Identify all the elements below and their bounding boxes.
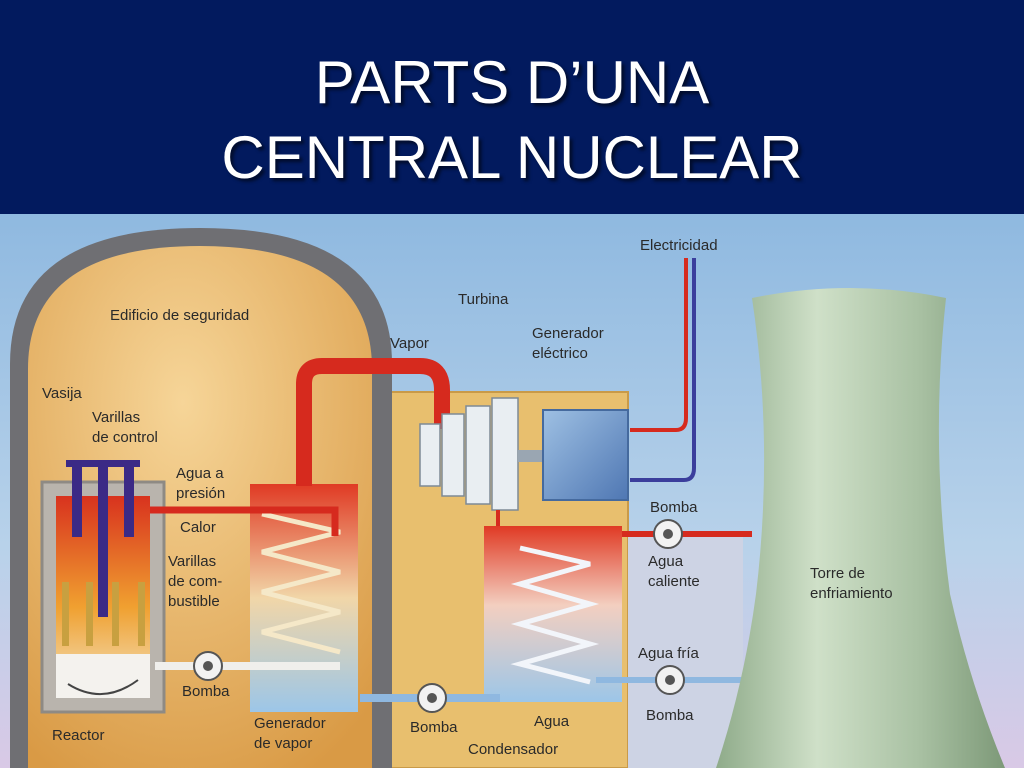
hot-water-pump-hub [663, 529, 673, 539]
label-generador-electrico-1: Generador [532, 325, 604, 342]
control-rod-bar [66, 460, 140, 467]
electricity-line-blue [630, 258, 696, 482]
electric-generator [542, 409, 629, 501]
label-bomba-condensador: Bomba [410, 719, 458, 736]
label-agua-presion-1: Agua a [176, 465, 224, 482]
slide-title-line-2: CENTRAL NUCLEAR [221, 124, 803, 191]
label-agua: Agua [534, 713, 570, 730]
control-rod-1 [72, 467, 82, 537]
label-bomba-fria: Bomba [646, 707, 694, 724]
label-calor: Calor [180, 519, 216, 536]
control-rod-2 [98, 467, 108, 617]
label-bomba-reactor: Bomba [182, 683, 230, 700]
label-vapor: Vapor [390, 335, 429, 352]
diagram-svg: Edificio de seguridad Vasija Varillas de… [0, 214, 1024, 768]
fuel-rod-4 [138, 582, 145, 646]
label-agua-caliente-2: caliente [648, 573, 700, 590]
label-varillas-comb-3: bustible [168, 593, 220, 610]
primary-hot-pipe [150, 506, 339, 536]
label-reactor: Reactor [52, 727, 105, 744]
label-agua-caliente-1: Agua [648, 553, 684, 570]
label-turbina: Turbina [458, 291, 509, 308]
slide-title-line-1: PARTS D’UNA [314, 49, 710, 116]
label-torre-2: enfriamiento [810, 585, 893, 602]
label-agua-fria: Agua fría [638, 645, 700, 662]
label-generador-electrico-2: eléctrico [532, 345, 588, 362]
cooling-tower [716, 288, 1005, 768]
condenser-coil [510, 545, 600, 685]
cold-water-pump-hub [665, 675, 675, 685]
fuel-rod-3 [112, 582, 119, 646]
label-varillas-comb-1: Varillas [168, 553, 216, 570]
label-varillas-control-1: Varillas [92, 409, 140, 426]
steam-generator [250, 484, 358, 712]
label-condensador: Condensador [468, 741, 558, 758]
turbine-stage-3 [465, 405, 491, 505]
reactor-pump-hub [203, 661, 213, 671]
label-vasija: Vasija [42, 385, 82, 402]
reactor-bottom-water [56, 654, 150, 698]
title-bar: PARTS D’UNA CENTRAL NUCLEAR [0, 0, 1024, 214]
label-varillas-control-2: de control [92, 429, 158, 446]
pump-house [628, 534, 743, 768]
fuel-rod-1 [62, 582, 69, 646]
electricity-line-red [630, 258, 688, 432]
control-rod-3 [124, 467, 134, 537]
steam-generator-coil [261, 511, 341, 655]
label-torre-1: Torre de [810, 565, 865, 582]
turbine-stage-1 [419, 423, 441, 487]
turbine-stage-4 [491, 397, 519, 511]
turbine-shaft [518, 450, 546, 462]
label-edificio: Edificio de seguridad [110, 307, 249, 324]
nuclear-plant-diagram: Edificio de seguridad Vasija Varillas de… [0, 214, 1024, 768]
label-generador-vapor-1: Generador [254, 715, 326, 732]
condenser-pump-hub [427, 693, 437, 703]
label-varillas-comb-2: de com- [168, 573, 222, 590]
label-electricidad: Electricidad [640, 237, 718, 254]
label-bomba-caliente: Bomba [650, 499, 698, 516]
fuel-rod-2 [86, 582, 93, 646]
label-agua-presion-2: presión [176, 485, 225, 502]
coolant-flow-arrow [67, 679, 139, 696]
label-generador-vapor-2: de vapor [254, 735, 312, 752]
turbine-stage-2 [441, 413, 465, 497]
steam-pipe [296, 358, 450, 486]
